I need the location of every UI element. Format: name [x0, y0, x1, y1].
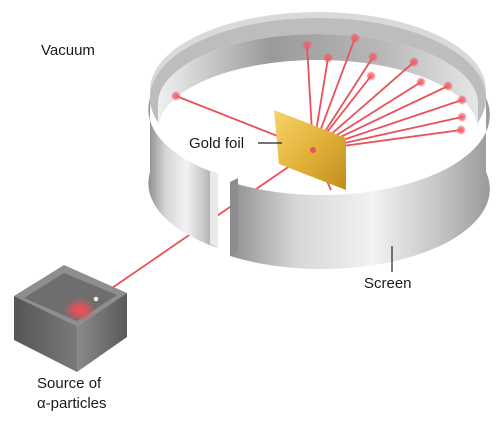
ring-front-right	[230, 98, 490, 270]
ring-inner-surface	[158, 34, 478, 130]
ring-gap-edge	[230, 178, 238, 256]
impact-dot	[416, 77, 426, 87]
impact-dot	[171, 91, 181, 101]
impact-point	[310, 147, 316, 153]
impact-dot	[457, 95, 467, 105]
ring-gap-edge	[210, 170, 218, 248]
impact-dot	[457, 112, 467, 122]
impact-dot	[323, 53, 333, 63]
impact-dot	[409, 57, 419, 67]
screen-label: Screen	[364, 275, 412, 292]
impact-dots	[171, 33, 467, 135]
gold-foil-label: Gold foil	[189, 135, 245, 152]
source-label: Source of α-particles	[37, 374, 107, 414]
impact-dot	[443, 81, 453, 91]
source-label-line2: α-particles	[37, 395, 107, 412]
impact-dot	[350, 33, 360, 43]
impact-dot	[456, 125, 466, 135]
box-front	[14, 296, 77, 372]
ring-front-wall	[148, 98, 490, 270]
impact-dot	[302, 40, 312, 50]
box-side	[77, 293, 127, 372]
impact-dot	[366, 71, 376, 81]
source-aperture	[93, 296, 99, 302]
vacuum-label: Vacuum	[41, 42, 95, 59]
source-glow	[64, 298, 96, 322]
gold-foil	[274, 110, 346, 190]
alpha-source-box	[14, 265, 127, 372]
source-label-line1: Source of	[37, 375, 102, 392]
ring-front-left	[148, 98, 218, 248]
impact-dot	[368, 52, 378, 62]
